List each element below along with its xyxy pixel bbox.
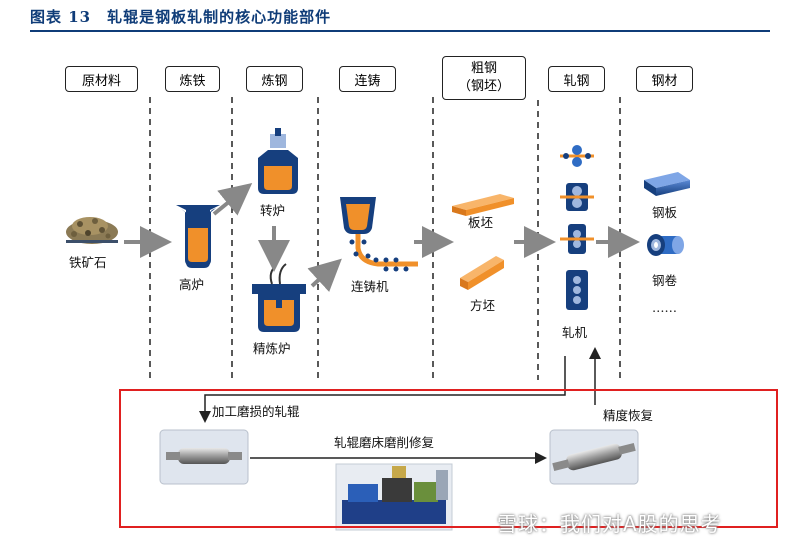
label-precision-restored: 精度恢复 [603,408,654,423]
grinding-machine-icon [335,463,453,531]
stage-rolling: 轧钢 [548,66,605,92]
label-ellipsis: …… [652,300,677,315]
label-converter: 转炉 [260,203,286,218]
stage-crude-steel-line1: 粗钢 [470,61,497,76]
label-slab: 板坯 [468,215,494,230]
label-worn-roll: 加工磨损的轧辊 [212,404,300,419]
stage-ironmaking: 炼铁 [165,66,220,92]
stage-dividers [149,97,621,380]
rolling-mill-icon [560,145,594,310]
label-steel-plate: 钢板 [652,205,678,220]
stage-steel-products: 钢材 [636,66,693,92]
refining-furnace-icon [252,263,306,332]
converter-icon [258,128,298,194]
watermark: 雪球：我们对A股的思考 [497,512,722,536]
roll-photo-icon [159,429,249,485]
label-steel-coil: 钢卷 [652,273,678,288]
label-iron-ore: 铁矿石 [69,255,107,270]
label-billet: 方坯 [470,298,496,313]
label-refining-furnace: 精炼炉 [253,341,291,356]
blast-furnace-icon [176,205,220,268]
label-blast-furnace: 高炉 [179,277,205,292]
label-continuous-caster: 连铸机 [351,279,389,294]
label-rolling-mill: 轧机 [562,325,588,340]
flow-arrows [124,182,640,293]
stage-crude-steel: 粗钢 （钢坯） [442,56,526,100]
billet-icon [460,256,504,290]
ore-pile-icon [66,217,118,244]
steel-coil-icon [647,234,684,256]
stage-casting: 连铸 [339,66,396,92]
repair-flow-lines [199,347,601,464]
stage-crude-steel-line2: （钢坯） [457,79,510,94]
continuous-caster-icon [340,197,418,272]
steel-plate-icon [644,172,690,196]
label-grinder-repair: 轧辊磨床磨削修复 [334,435,435,450]
slab-icon [452,194,514,216]
stage-raw-materials: 原材料 [65,66,138,92]
repair-cycle-box [119,389,778,528]
roll-photo-icon [549,429,639,485]
figure-title: 图表 13 轧辊是钢板轧制的核心功能部件 [30,8,332,26]
title-rule [30,30,770,32]
stage-steelmaking: 炼钢 [246,66,303,92]
